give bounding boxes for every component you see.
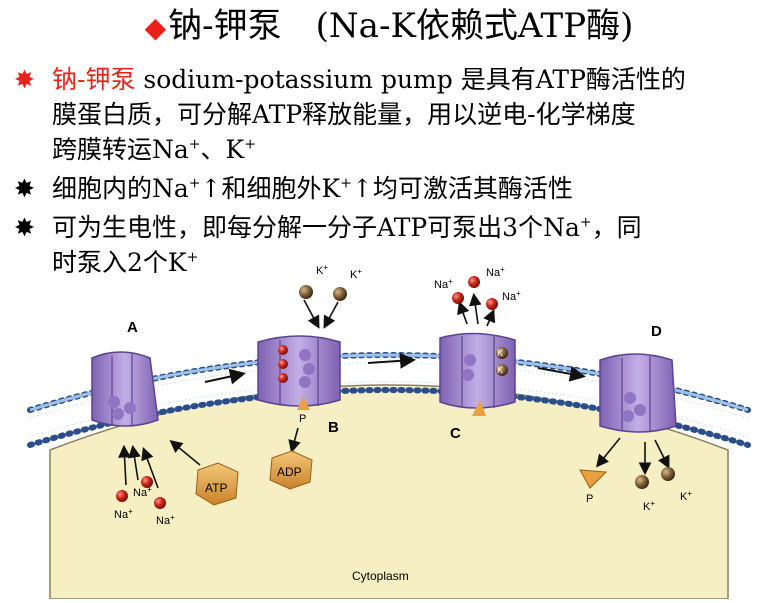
na-label: Na+ <box>133 485 152 499</box>
sodium-ion <box>154 497 166 509</box>
step-b-molecules: K+ K+ P ADP <box>269 263 362 490</box>
bullet-3-s1: + <box>579 214 592 231</box>
bullet-1-line3-pre: 跨膜转运Na <box>52 135 189 164</box>
bullet-item-2: ✸ 细胞内的Na+↑和细胞外K+↑均可激活其酶活性 <box>12 171 772 206</box>
step-c-molecules: Na+ Na+ Na+ K K <box>434 265 521 375</box>
bullet-1-sup1: + <box>188 136 201 153</box>
k-inside-label: K <box>497 348 503 358</box>
bullet-3-t2: ，同 <box>591 213 642 242</box>
pump-protein-c <box>439 332 516 416</box>
na-label: Na+ <box>486 265 505 279</box>
pump-diagram: A B C D Na+ Na+ Na+ ATP K+ K+ P ADP <box>0 260 778 600</box>
title-paren: (Na-K依赖式ATP酶) <box>315 6 634 46</box>
k-label: K+ <box>643 499 655 513</box>
burst-bullet-icon: ✸ <box>14 213 35 242</box>
bullet-2-s1: + <box>188 175 201 192</box>
potassium-ion <box>299 285 313 299</box>
k-label: K+ <box>350 267 362 281</box>
atp-molecule <box>195 462 239 506</box>
sodium-ion <box>486 298 498 310</box>
step-a-substrates: Na+ Na+ Na+ ATP <box>114 439 239 527</box>
cytoplasm-label: Cytoplasm <box>352 569 409 583</box>
pump-protein-a <box>91 351 159 427</box>
transition-arrow-ab <box>204 368 246 385</box>
transition-arrow-cd <box>537 365 586 382</box>
bullet-2-s2: + <box>340 175 352 192</box>
bullet-3-line2: 时泵入2个K <box>52 248 187 277</box>
bullet-2-t3: ↑均可激活其酶活性 <box>351 174 573 203</box>
bullet-3-t1: 可为生电性，即每分解一分子ATP可泵出3个Na <box>52 213 580 242</box>
label-d: D <box>651 323 662 340</box>
potassium-ion <box>661 467 675 481</box>
p-label: P <box>586 493 593 505</box>
p-label: P <box>299 413 306 425</box>
na-label: Na+ <box>434 277 453 291</box>
k-label: K+ <box>680 489 692 503</box>
bullet-1-line3-mid: 、K <box>200 135 245 164</box>
sodium-ion <box>468 276 480 288</box>
pump-protein-d <box>599 353 677 433</box>
k-inside-label: K <box>497 365 503 375</box>
potassium-ion <box>635 475 649 489</box>
bullet-2-t2: ↑和细胞外K <box>200 174 341 203</box>
na-label: Na+ <box>502 289 521 303</box>
na-label: Na+ <box>156 513 175 527</box>
step-d-molecules: P K+ K+ <box>579 437 692 513</box>
bullet-3-sup2: + <box>186 249 199 266</box>
title-main: 钠-钾泵 <box>168 6 282 46</box>
label-c: C <box>450 425 461 442</box>
bullet-list: ✸ 钠-钾泵 sodium-potassium pump 是具有ATP酶活性的 … <box>12 62 772 284</box>
label-b: B <box>328 419 339 436</box>
k-label: K+ <box>316 263 328 277</box>
burst-bullet-icon: ✸ <box>14 174 35 203</box>
bullet-1-line1: sodium-potassium pump 是具有ATP酶活性的 <box>135 65 686 94</box>
diamond-icon: ◆ <box>144 11 167 44</box>
slide-title: ◆钠-钾泵 (Na-K依赖式ATP酶) <box>0 4 778 50</box>
adp-label: ADP <box>277 465 302 479</box>
transition-arrow-bc <box>367 352 416 369</box>
bullet-2-t1: 细胞内的Na <box>52 174 189 203</box>
pump-protein-b <box>257 335 341 410</box>
phosphate-molecule <box>579 469 608 489</box>
potassium-ion <box>333 287 347 301</box>
na-label: Na+ <box>114 507 133 521</box>
bullet-1-highlight: 钠-钾泵 <box>52 65 136 94</box>
bullet-item-1: ✸ 钠-钾泵 sodium-potassium pump 是具有ATP酶活性的 … <box>12 62 772 167</box>
sodium-ion <box>116 490 128 502</box>
pump-diagram-svg: A B C D Na+ Na+ Na+ ATP K+ K+ P ADP <box>27 263 751 600</box>
atp-label: ATP <box>205 481 227 495</box>
burst-bullet-icon: ✸ <box>14 65 35 94</box>
sodium-ion <box>452 292 464 304</box>
adp-molecule <box>269 450 313 490</box>
sodium-ion <box>141 476 153 488</box>
bullet-item-3: ✸ 可为生电性，即每分解一分子ATP可泵出3个Na+，同 时泵入2个K+ <box>12 210 772 280</box>
label-a: A <box>127 319 138 336</box>
bullet-1-line2: 膜蛋白质，可分解ATP释放能量，用以逆电-化学梯度 <box>52 100 636 129</box>
bullet-1-sup2: + <box>244 136 256 153</box>
